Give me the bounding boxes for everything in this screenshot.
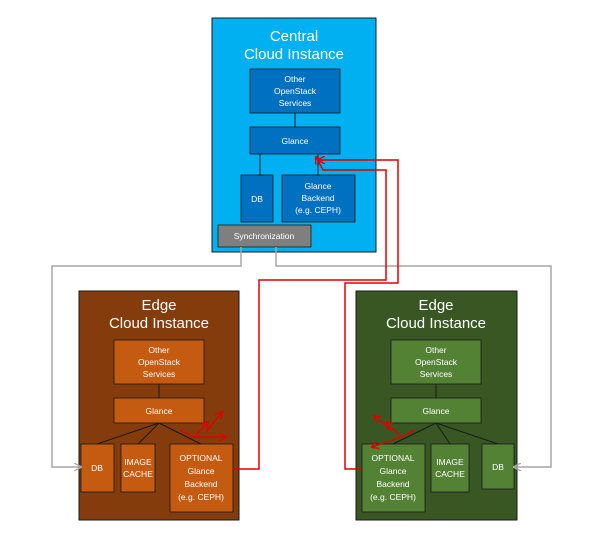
edge-left-image-fetch-arrows <box>179 412 226 437</box>
central-glance-backend-box: Glance Backend (e.g. CEPH) <box>281 174 356 223</box>
sync-arrow-to-edge-left <box>51 247 242 467</box>
central-title-line2: Cloud Instance <box>244 46 344 63</box>
edge-left-other-services-line3: Services <box>143 369 176 379</box>
edge-right-other-services-line1: Other <box>425 345 446 355</box>
central-db-label: DB <box>251 194 263 204</box>
edge-left-other-services-line2: OpenStack <box>138 357 181 367</box>
edge-right-title-line2: Cloud Instance <box>386 315 486 332</box>
edge-left-connector <box>96 422 160 445</box>
edge-right-image-cache-line1: IMAGE <box>436 457 464 467</box>
central-backend-line2: Backend <box>301 193 334 203</box>
central-db-box: DB <box>240 174 274 223</box>
central-other-services-box: Other OpenStack Services <box>249 68 341 114</box>
edge-right-db-box: DB <box>481 443 515 490</box>
edge-right-connector <box>435 422 499 445</box>
edge-cloud-instance-right: Edge Cloud Instance Other OpenStack Serv… <box>355 290 518 521</box>
image-flow-right-backend-to-central-glance <box>318 160 399 470</box>
edge-right-backend-line3: Backend <box>376 479 409 489</box>
central-other-services-line2: OpenStack <box>274 86 317 96</box>
central-other-services-line3: Services <box>279 98 312 108</box>
synchronization-box: Synchronization <box>217 224 312 248</box>
edge-left-title-line1: Edge <box>141 297 176 314</box>
edge-right-image-cache-line2: CACHE <box>435 469 465 479</box>
edge-right-optional-backend-box: OPTIONAL Glance Backend (e.g. CEPH) <box>361 443 426 513</box>
edge-left-backend-line3: Backend <box>184 479 217 489</box>
edge-right-other-services-box: Other OpenStack Services <box>390 339 482 385</box>
edge-left-connector <box>158 422 202 445</box>
edge-left-image-cache-box: IMAGE CACHE <box>120 443 156 493</box>
edge-left-image-cache-line1: IMAGE <box>124 457 152 467</box>
edge-left-glance-box: Glance <box>113 397 205 424</box>
edge-cloud-instance-left: Edge Cloud Instance Other OpenStack Serv… <box>78 290 240 521</box>
edge-right-glance-box: Glance <box>390 397 482 424</box>
image-flow-left-backend-to-central-glance <box>233 157 387 470</box>
edge-left-backend-line4: (e.g. CEPH) <box>178 492 224 502</box>
edge-left-backend-line1: OPTIONAL <box>180 453 223 463</box>
sync-arrow-to-edge-right <box>275 247 552 467</box>
edge-left-other-services-box: Other OpenStack Services <box>113 339 205 385</box>
central-backend-line1: Glance <box>305 181 332 191</box>
central-backend-line3: (e.g. CEPH) <box>295 205 341 215</box>
red-arrow <box>205 412 222 433</box>
edge-left-db-label: DB <box>91 463 103 473</box>
edge-right-backend-line1: OPTIONAL <box>372 453 415 463</box>
edge-right-image-cache-box: IMAGE CACHE <box>430 443 470 493</box>
edge-left-other-services-line1: Other <box>148 345 169 355</box>
edge-left-title-line2: Cloud Instance <box>109 315 209 332</box>
edge-left-image-cache-line2: CACHE <box>123 469 153 479</box>
central-cloud-instance: Central Cloud Instance Other OpenStack S… <box>211 17 377 253</box>
edge-right-other-services-line2: OpenStack <box>415 357 458 367</box>
central-title-line1: Central <box>270 28 318 45</box>
edge-right-title-line1: Edge <box>418 297 453 314</box>
central-glance-box: Glance <box>249 126 341 155</box>
edge-right-backend-line4: (e.g. CEPH) <box>370 492 416 502</box>
edge-right-glance-label: Glance <box>423 406 450 416</box>
red-arrow <box>374 416 393 432</box>
edge-right-connector <box>392 422 437 445</box>
edge-right-other-services-line3: Services <box>420 369 453 379</box>
central-glance-label: Glance <box>282 136 309 146</box>
edge-right-image-fetch-arrows <box>372 416 416 447</box>
edge-left-backend-line2: Glance <box>188 466 215 476</box>
edge-left-connector <box>137 422 160 445</box>
red-arrow <box>372 436 402 447</box>
synchronization-label: Synchronization <box>234 231 295 241</box>
edge-left-optional-backend-box: OPTIONAL Glance Backend (e.g. CEPH) <box>169 443 234 513</box>
edge-right-connector <box>435 422 451 445</box>
edge-left-db-box: DB <box>80 443 115 493</box>
central-other-services-line1: Other <box>284 74 305 84</box>
edge-left-glance-label: Glance <box>146 406 173 416</box>
edge-right-backend-line2: Glance <box>380 466 407 476</box>
edge-right-db-label: DB <box>492 462 504 472</box>
